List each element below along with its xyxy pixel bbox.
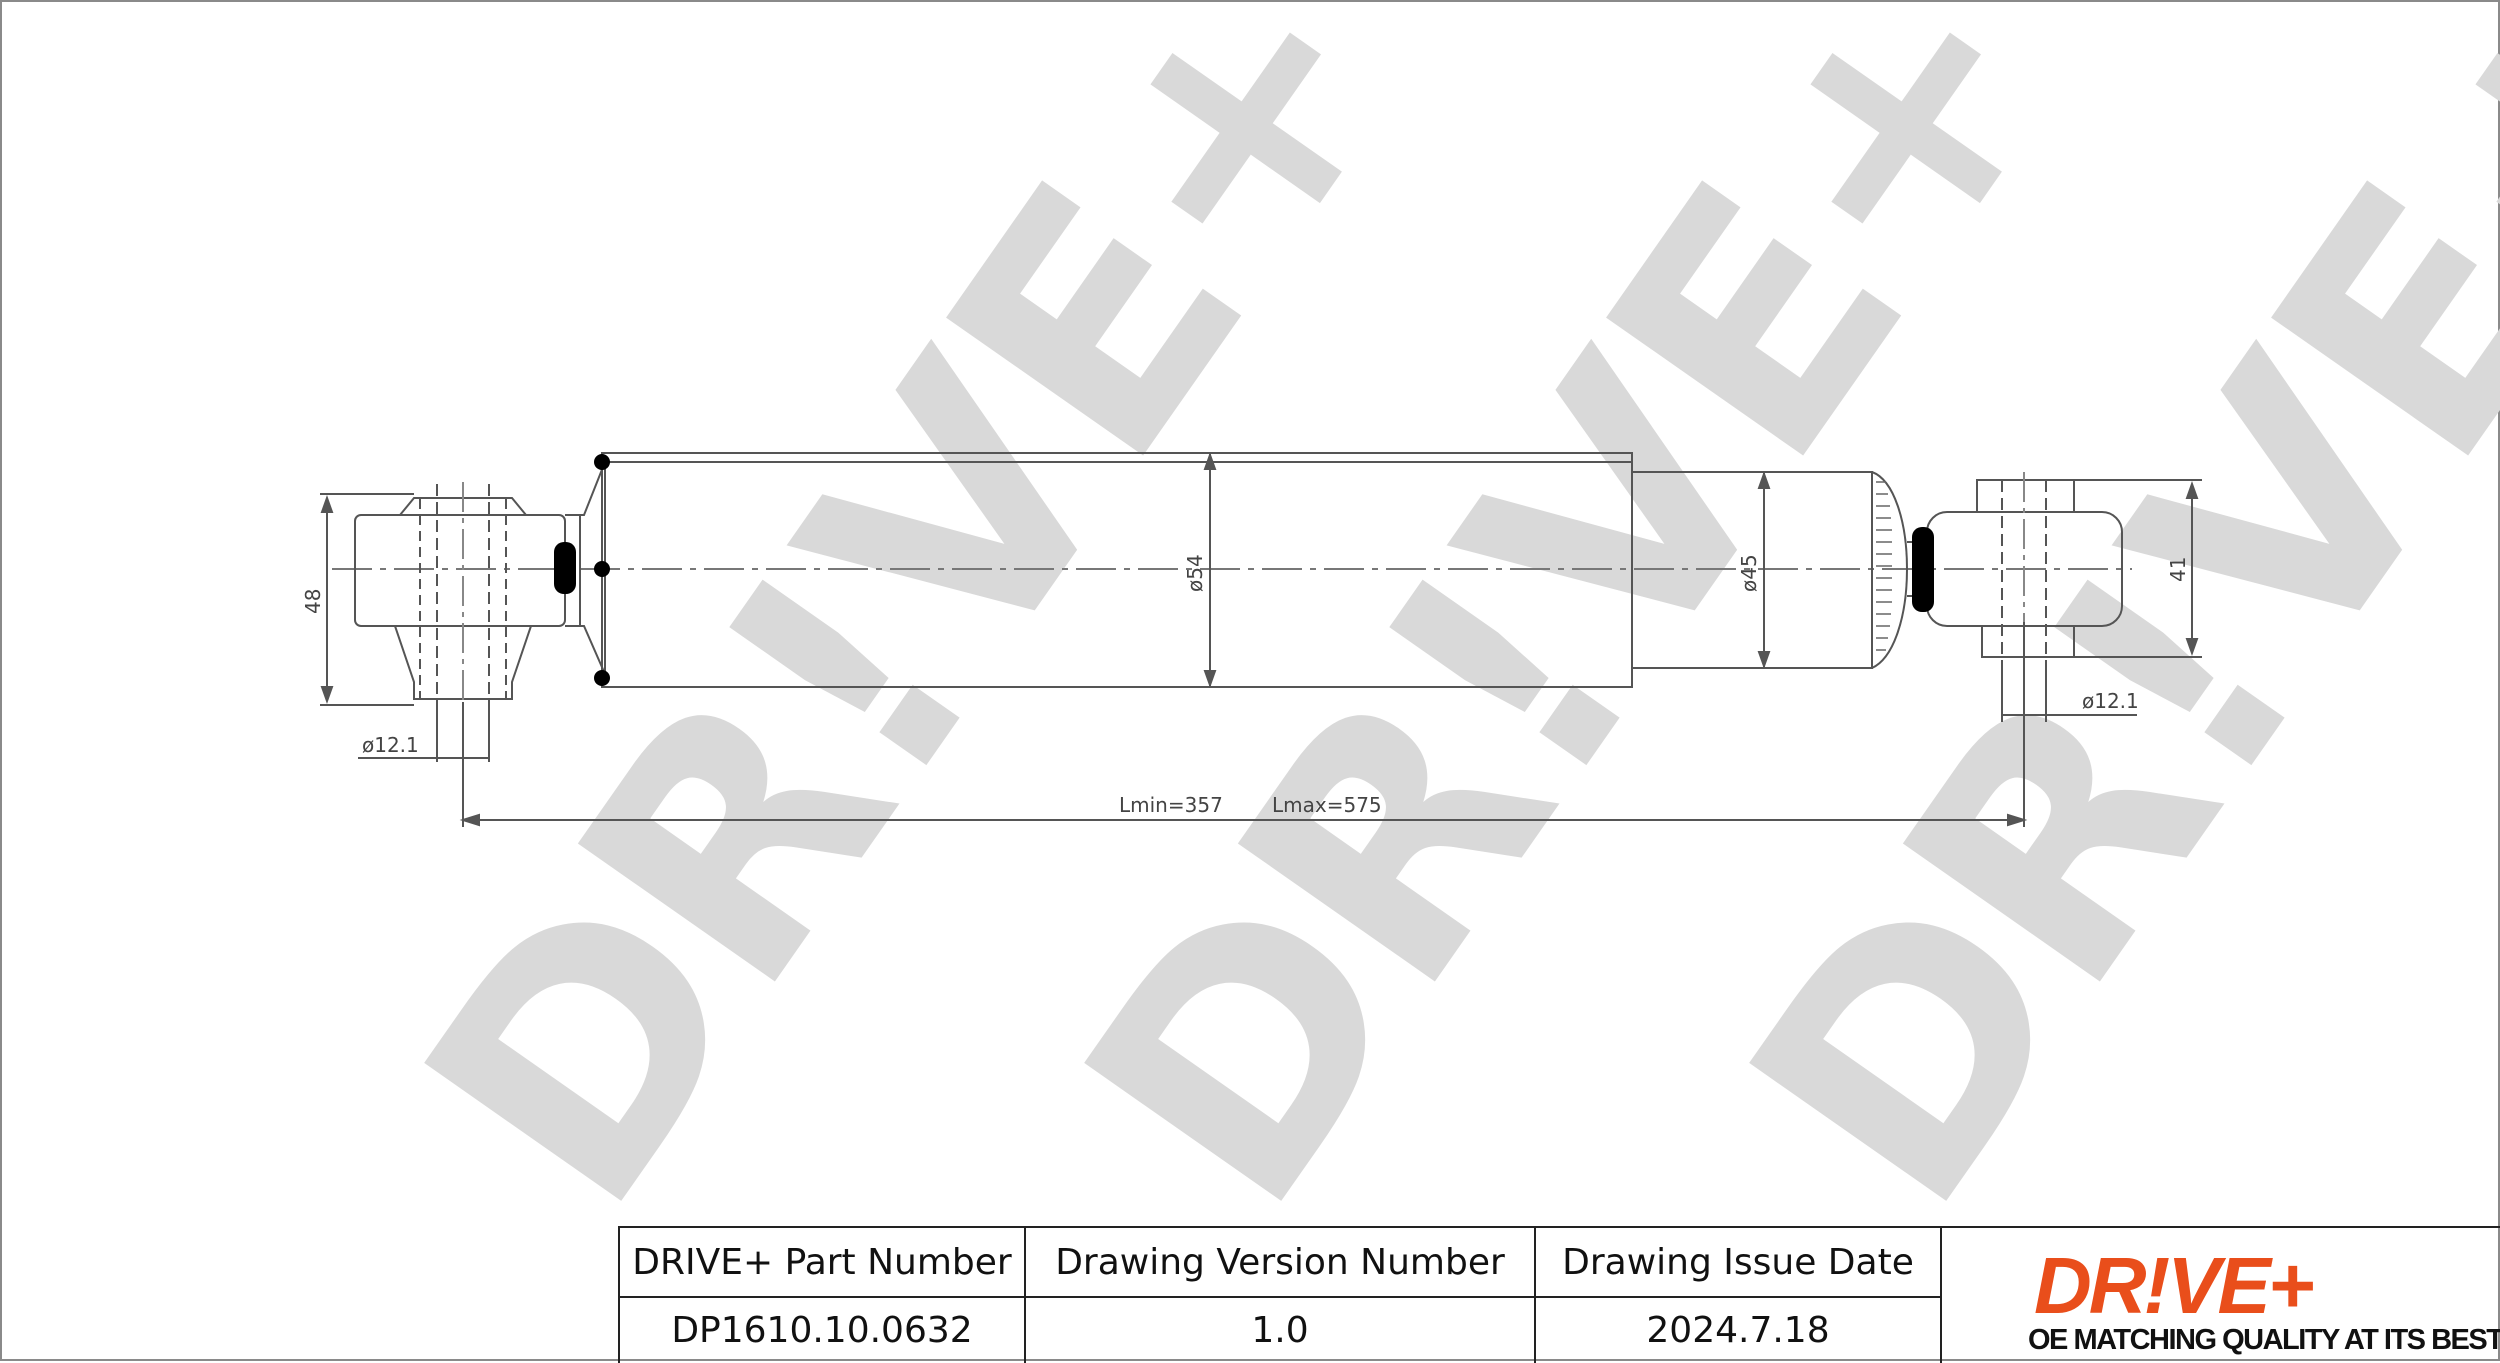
body-diameter-label: ø54	[1183, 554, 1207, 592]
rod-diameter-label: ø45	[1737, 554, 1761, 592]
version-header: Drawing Version Number	[1024, 1226, 1534, 1296]
issue-date-header: Drawing Issue Date	[1534, 1226, 1940, 1296]
pivot-dot-bottom	[594, 670, 610, 686]
part-number-header: DRIVE+ Part Number	[618, 1226, 1024, 1296]
version-value: 1.0	[1024, 1296, 1534, 1363]
title-block: DRIVE+ Part Number Drawing Version Numbe…	[618, 1226, 2500, 1363]
lmax-label: Lmax=575	[1272, 793, 1382, 817]
shock-absorber-drawing: 48 ø12.1 ø54 ø45 41 ø12.1 Lmin=357 Lmax=…	[301, 452, 2202, 827]
pivot-dot-top	[594, 454, 610, 470]
issue-date-value: 2024.7.18	[1534, 1296, 1940, 1363]
left-bushing	[554, 542, 576, 594]
right-eye-mount	[1907, 472, 2123, 722]
logo-wordmark: DR!VE+	[2034, 1241, 2315, 1330]
left-bore-label: ø12.1	[362, 733, 419, 757]
bushings	[554, 454, 1934, 686]
part-number-value: DP1610.10.0632	[618, 1296, 1024, 1363]
right-eye-height-label: 41	[2166, 557, 2190, 582]
pivot-dot-middle	[594, 561, 610, 577]
logo-tagline: OE MATCHING QUALITY AT ITS BEST	[2028, 1324, 2500, 1356]
left-eye-height-label: 48	[301, 589, 325, 614]
left-eye-mount	[354, 482, 566, 767]
right-bore-label: ø12.1	[2082, 689, 2139, 713]
right-bushing	[1912, 527, 1934, 612]
lmin-label: Lmin=357	[1119, 793, 1223, 817]
brand-logo: DR!VE+ OE MATCHING QUALITY AT ITS BEST	[1940, 1226, 2500, 1363]
